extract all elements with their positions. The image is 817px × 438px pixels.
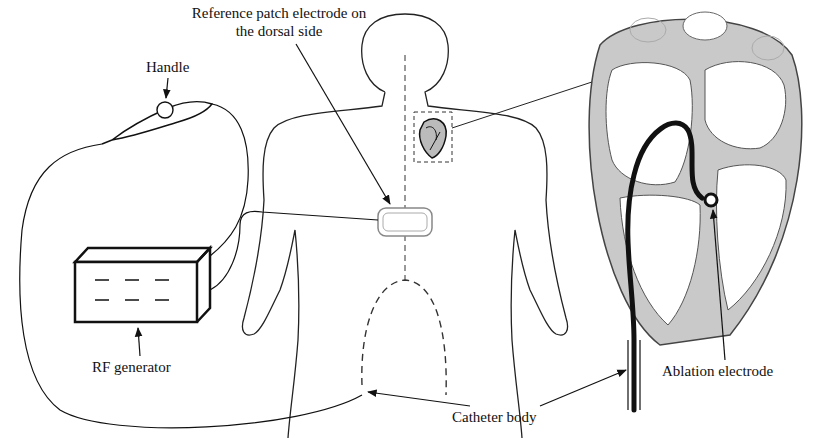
- cable: [20, 144, 362, 428]
- catheter-handle: [102, 102, 212, 144]
- catheter-route: [362, 280, 446, 395]
- heart-inset: [589, 12, 802, 345]
- leader-arrows: [138, 44, 725, 406]
- cable: [210, 211, 378, 290]
- label: Reference patch electrode on the dorsal …: [188, 4, 370, 40]
- label: Handle: [146, 58, 206, 76]
- heart-frame: [414, 112, 452, 162]
- inset-link: [452, 80, 598, 128]
- rf-generator: [75, 248, 210, 322]
- label: Catheter body: [452, 408, 572, 426]
- label: Ablation electrode: [662, 362, 812, 380]
- body-outline: [242, 14, 567, 438]
- ablation-tip: [705, 194, 717, 206]
- body-midline: [405, 55, 406, 285]
- reference-patch: [378, 208, 432, 236]
- small-heart: [420, 119, 447, 158]
- cable: [210, 104, 248, 256]
- label: RF generator: [92, 358, 202, 376]
